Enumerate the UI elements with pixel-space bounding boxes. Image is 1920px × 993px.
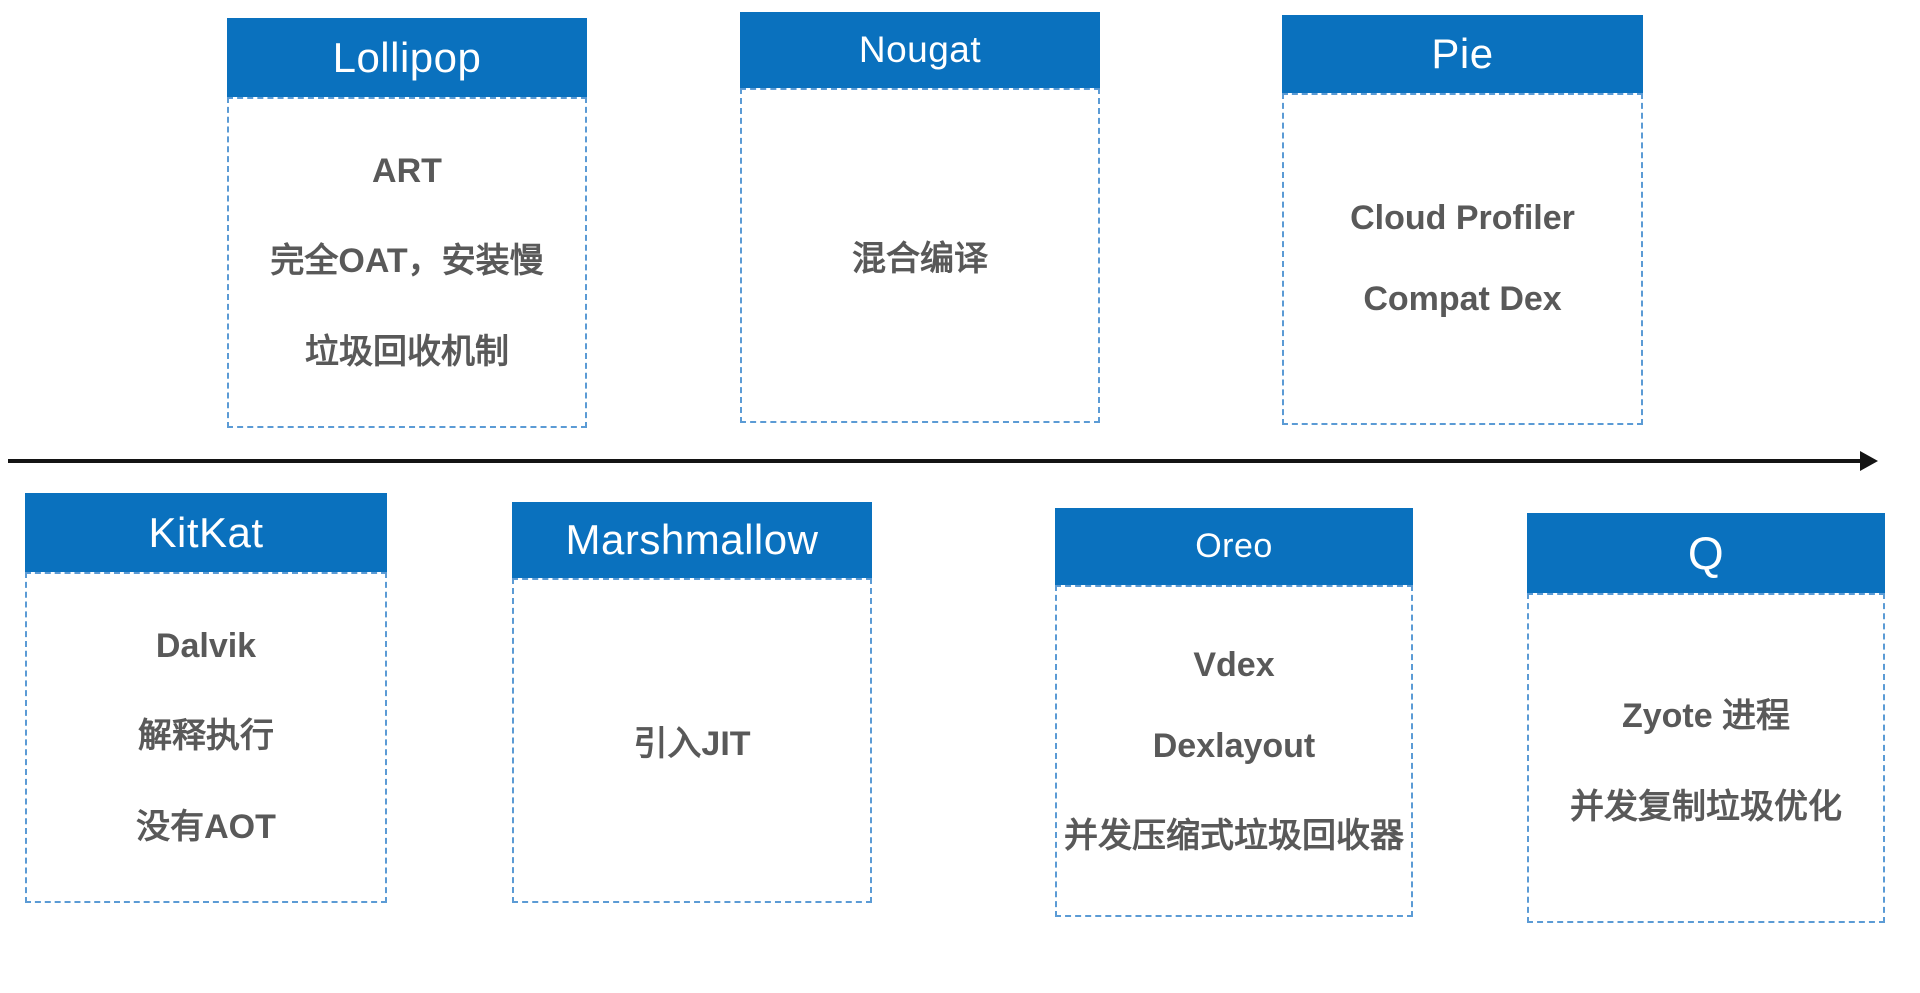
feature-line: Zyote 进程 bbox=[1621, 697, 1791, 735]
version-box-body: 混合编译 bbox=[740, 88, 1100, 423]
version-box-q: Q Zyote 进程 并发复制垃圾优化 bbox=[1527, 513, 1885, 923]
version-box-header: KitKat bbox=[25, 493, 387, 572]
feature-line: Compat Dex bbox=[1363, 280, 1562, 318]
feature-line: Vdex bbox=[1193, 645, 1275, 684]
feature-line: Cloud Profiler bbox=[1350, 199, 1575, 237]
feature-line: 引入JIT bbox=[633, 725, 751, 763]
version-box-pie: Pie Cloud Profiler Compat Dex bbox=[1282, 15, 1643, 425]
arrowhead-icon bbox=[1860, 451, 1878, 471]
feature-line: 并发压缩式垃圾回收器 bbox=[1064, 816, 1404, 855]
feature-line: 完全OAT，安装慢 bbox=[270, 242, 544, 280]
version-box-header: Oreo bbox=[1055, 508, 1413, 585]
version-title: Q bbox=[1687, 527, 1725, 579]
feature-line: 混合编译 bbox=[852, 240, 988, 278]
version-box-body: ART 完全OAT，安装慢 垃圾回收机制 bbox=[227, 97, 587, 428]
version-box-body: Zyote 进程 并发复制垃圾优化 bbox=[1527, 593, 1885, 923]
version-box-kitkat: KitKat Dalvik 解释执行 没有AOT bbox=[25, 493, 387, 903]
version-box-body: 引入JIT bbox=[512, 578, 872, 903]
feature-line: Dalvik bbox=[155, 627, 257, 665]
version-box-header: Lollipop bbox=[227, 18, 587, 97]
version-box-body: Dalvik 解释执行 没有AOT bbox=[25, 572, 387, 903]
feature-line: 解释执行 bbox=[138, 717, 274, 755]
version-box-header: Marshmallow bbox=[512, 502, 872, 578]
version-box-header: Nougat bbox=[740, 12, 1100, 88]
feature-line: 没有AOT bbox=[136, 808, 276, 846]
timeline-arrow-line bbox=[8, 459, 1864, 463]
version-box-header: Q bbox=[1527, 513, 1885, 593]
version-title: KitKat bbox=[148, 508, 264, 556]
version-box-nougat: Nougat 混合编译 bbox=[740, 12, 1100, 423]
version-title: Oreo bbox=[1195, 527, 1273, 565]
feature-line: Dexlayout bbox=[1152, 726, 1316, 765]
version-title: Nougat bbox=[858, 29, 982, 70]
version-title: Pie bbox=[1431, 30, 1494, 77]
version-box-header: Pie bbox=[1282, 15, 1643, 93]
version-box-lollipop: Lollipop ART 完全OAT，安装慢 垃圾回收机制 bbox=[227, 18, 587, 428]
version-box-marshmallow: Marshmallow 引入JIT bbox=[512, 502, 872, 903]
version-box-body: Cloud Profiler Compat Dex bbox=[1282, 93, 1643, 425]
version-box-oreo: Oreo Vdex Dexlayout 并发压缩式垃圾回收器 bbox=[1055, 508, 1413, 917]
feature-line: 垃圾回收机制 bbox=[305, 333, 509, 371]
version-box-body: Vdex Dexlayout 并发压缩式垃圾回收器 bbox=[1055, 585, 1413, 917]
version-title: Lollipop bbox=[332, 33, 482, 81]
feature-line: 并发复制垃圾优化 bbox=[1570, 788, 1842, 826]
feature-line: ART bbox=[372, 152, 442, 190]
version-title: Marshmallow bbox=[565, 516, 819, 563]
